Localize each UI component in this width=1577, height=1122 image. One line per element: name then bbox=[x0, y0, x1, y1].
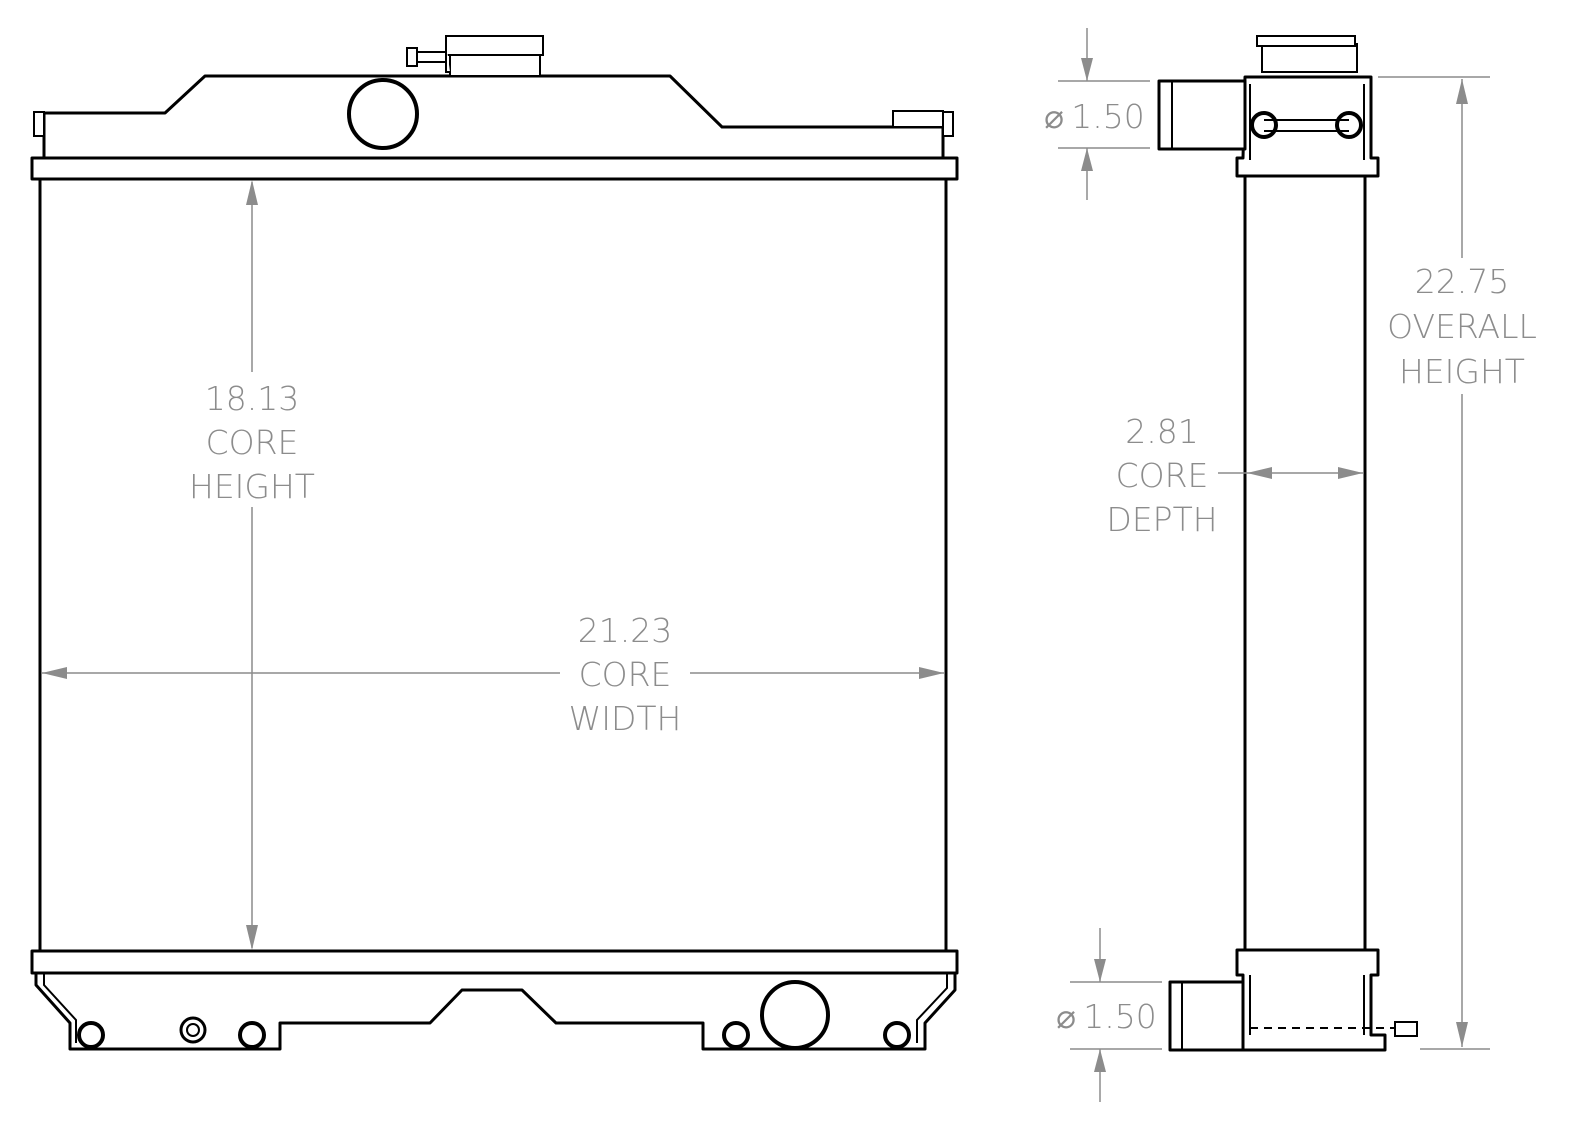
core-depth-dimension: 2.81 CORE DEPTH bbox=[1105, 410, 1363, 540]
outlet-diameter-dimension: ⌀ 1.50 bbox=[1056, 928, 1162, 1102]
inlet-diameter-dimension: ⌀ 1.50 bbox=[1044, 28, 1150, 200]
overall-height-value: 22.75 bbox=[1415, 262, 1509, 301]
core-width-label-1: CORE bbox=[579, 655, 672, 694]
outlet-diameter-value: 1.50 bbox=[1083, 997, 1156, 1036]
top-header-plate bbox=[30, 156, 959, 181]
core-width-label-2: WIDTH bbox=[569, 699, 682, 738]
core-width-dimension: 21.23 CORE WIDTH bbox=[42, 605, 944, 740]
inlet-pipe bbox=[347, 78, 419, 150]
front-view bbox=[30, 35, 959, 1051]
bottom-header-plate bbox=[30, 949, 959, 975]
dimensions: 18.13 CORE HEIGHT 21.23 CORE WIDTH ⌀ 1.5… bbox=[42, 28, 1546, 1102]
outlet-diameter-symbol: ⌀ bbox=[1056, 997, 1076, 1036]
core-depth-value: 2.81 bbox=[1125, 412, 1198, 451]
core-depth-label-2: DEPTH bbox=[1106, 500, 1217, 539]
core bbox=[38, 177, 948, 953]
side-view bbox=[1157, 35, 1418, 1052]
bottom-tank bbox=[34, 971, 957, 1051]
overall-height-dimension: 22.75 OVERALL HEIGHT bbox=[1378, 76, 1546, 1050]
top-tank bbox=[33, 74, 954, 160]
core-width-value: 21.23 bbox=[578, 611, 672, 650]
core-depth-label-1: CORE bbox=[1116, 456, 1209, 495]
core-height-dimension: 18.13 CORE HEIGHT bbox=[180, 180, 325, 950]
overall-height-label-2: HEIGHT bbox=[1399, 352, 1525, 391]
core-height-label-1: CORE bbox=[206, 423, 299, 462]
core-height-label-2: HEIGHT bbox=[189, 467, 315, 506]
core-side bbox=[1243, 174, 1367, 952]
inlet-diameter-symbol: ⌀ bbox=[1044, 97, 1064, 136]
overall-height-label-1: OVERALL bbox=[1387, 307, 1537, 346]
core-height-value: 18.13 bbox=[205, 379, 299, 418]
inlet-diameter-value: 1.50 bbox=[1071, 97, 1144, 136]
filler-cap bbox=[406, 35, 544, 77]
